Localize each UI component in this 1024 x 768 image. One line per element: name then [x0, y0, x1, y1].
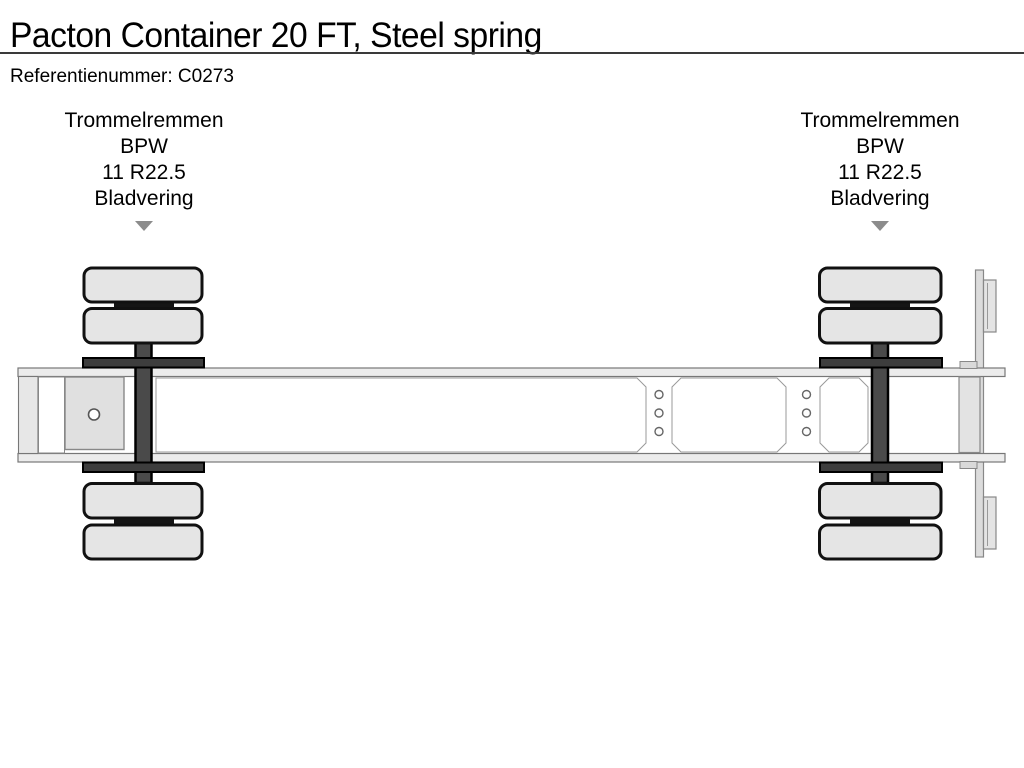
- web-panel-a: [155, 377, 647, 453]
- left-axle-brakes-label: Trommelremmen: [64, 109, 224, 132]
- front-web-panel: [38, 376, 65, 454]
- chassis-top-rail: [17, 367, 1006, 378]
- right-axle-tyre-size-label: 11 R22.5: [838, 161, 922, 184]
- left-axle-hub-strip-bottom: [114, 517, 174, 526]
- rear-crossmember: [958, 376, 981, 454]
- tail-light-bottom: [982, 496, 997, 550]
- right-axle-suspension-label: Bladvering: [830, 187, 930, 210]
- chassis-bottom-rail: [17, 452, 1006, 463]
- right-axle-brand-label: BPW: [856, 135, 904, 158]
- left-axle-brand-label: BPW: [120, 135, 168, 158]
- gusset-holes-front: [654, 389, 664, 437]
- front-end-crossmember: [17, 375, 39, 455]
- tail-light-top: [982, 279, 997, 333]
- left-spring-bar-top: [82, 357, 205, 369]
- page-title: Pacton Container 20 FT, Steel spring: [10, 16, 542, 55]
- right-axle-brakes-label: Trommelremmen: [800, 109, 960, 132]
- left-axle-label: Trommelremmen BPW 11 R22.5 Bladvering: [34, 108, 254, 231]
- kingpin: [87, 408, 101, 421]
- right-axle-hub-strip-bottom: [850, 517, 910, 526]
- right-axle-assembly: [818, 266, 943, 561]
- right-axle-hub-strip-top: [850, 301, 910, 309]
- reference-number: Referentienummer: C0273: [10, 66, 234, 87]
- kingpin-plate: [64, 376, 125, 451]
- web-panel-c: [819, 377, 869, 453]
- down-arrow-icon: [135, 221, 153, 231]
- left-axle-tires: [82, 266, 204, 561]
- rear-bracket-bottom: [959, 461, 978, 469]
- right-spring-bar-bottom: [819, 461, 943, 473]
- left-spring-bar-bottom: [82, 461, 205, 473]
- right-axle-tires: [818, 266, 943, 561]
- down-arrow-icon: [871, 221, 889, 231]
- left-axle-assembly: [82, 266, 205, 561]
- title-divider: [0, 52, 1024, 54]
- rear-bracket-top: [959, 361, 978, 369]
- left-axle-tyre-size-label: 11 R22.5: [102, 161, 186, 184]
- left-axle-suspension-label: Bladvering: [94, 187, 194, 210]
- right-spring-bar-top: [819, 357, 943, 369]
- gusset-holes-rear: [801, 389, 812, 437]
- left-axle-hub-strip-top: [114, 301, 174, 309]
- right-axle-label: Trommelremmen BPW 11 R22.5 Bladvering: [770, 108, 990, 231]
- web-panel-b: [671, 377, 787, 453]
